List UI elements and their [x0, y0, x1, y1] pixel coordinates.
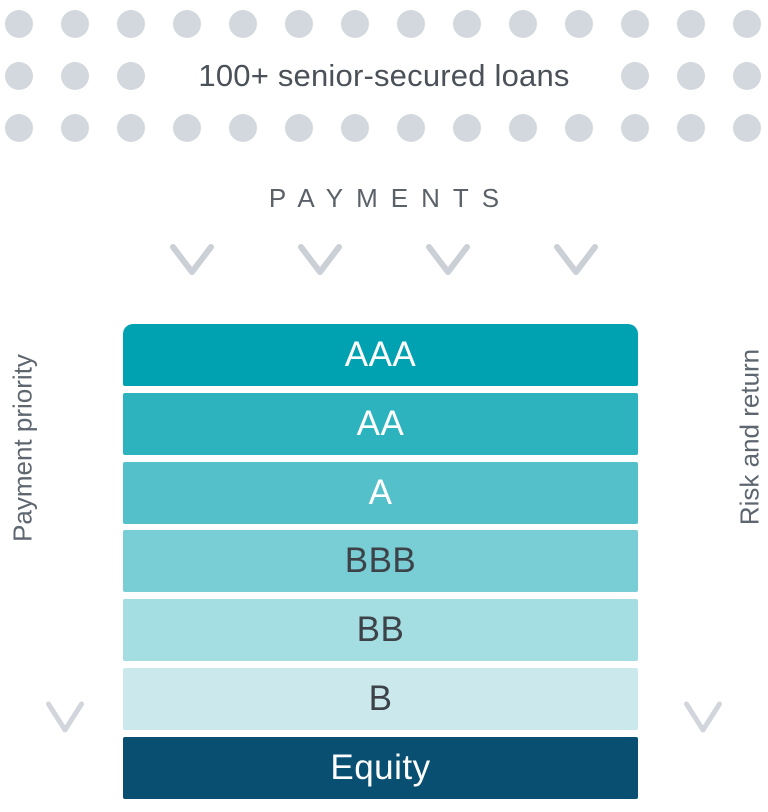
loan-pool-label: 100+ senior-secured loans: [198, 58, 570, 93]
loan-dot: [61, 114, 89, 142]
risk-return-label: Risk and return: [734, 348, 765, 526]
tranche-label: AAA: [344, 335, 417, 374]
tranche-bbb: BBB: [123, 530, 638, 593]
loan-dot: [453, 114, 481, 142]
loan-dot: [453, 10, 481, 38]
payment-priority-label: Payment priority: [7, 354, 38, 542]
loan-dots-grid: [0, 0, 768, 160]
tranche-stack: AAA AA A BBB BB B Equity: [123, 324, 638, 799]
payment-priority-arrow: [46, 180, 84, 733]
tranche-aa: AA: [123, 392, 638, 455]
loan-dot: [621, 62, 649, 90]
tranche-equity: Equity: [123, 736, 638, 799]
loan-dot: [621, 10, 649, 38]
payment-arrow-long-right: [554, 171, 598, 275]
payments-label: PAYMENTS: [268, 183, 513, 213]
loan-dot: [117, 10, 145, 38]
loan-dot: [509, 10, 537, 38]
loan-dot: [397, 114, 425, 142]
loan-dot: [229, 114, 257, 142]
loan-dot: [285, 114, 313, 142]
loan-dot: [117, 62, 145, 90]
tranche-label: BB: [356, 610, 405, 650]
tranche-label: Equity: [330, 747, 431, 787]
loan-dot: [229, 10, 257, 38]
tranche-label: BBB: [344, 541, 417, 581]
loan-dot: [677, 10, 705, 38]
tranche-label: B: [368, 678, 393, 718]
loan-dot: [5, 114, 33, 142]
loan-dot: [565, 114, 593, 142]
payment-arrow-long-left: [170, 171, 214, 275]
loan-dot: [5, 10, 33, 38]
loan-dot: [677, 114, 705, 142]
tranche-aaa: AAA: [123, 324, 638, 386]
loan-dot: [733, 10, 761, 38]
loan-dot: [61, 62, 89, 90]
payment-arrow-short-left: [298, 223, 342, 275]
loan-dot: [733, 114, 761, 142]
tranche-b: B: [123, 667, 638, 730]
loan-dot: [397, 10, 425, 38]
loan-dot: [341, 10, 369, 38]
loan-dot: [677, 62, 705, 90]
loan-dot: [117, 114, 145, 142]
tranche-bb: BB: [123, 599, 638, 662]
tranche-label: AA: [356, 403, 405, 443]
loan-dot: [733, 62, 761, 90]
tranche-a: A: [123, 461, 638, 524]
payment-arrow-short-right: [426, 223, 470, 275]
loan-dot: [509, 114, 537, 142]
loan-dot: [341, 114, 369, 142]
risk-return-arrow: [684, 180, 722, 733]
loan-dot: [565, 10, 593, 38]
loan-dot: [621, 114, 649, 142]
loan-dot: [5, 62, 33, 90]
loan-dot: [285, 10, 313, 38]
loan-dot: [61, 10, 89, 38]
tranche-label: A: [368, 472, 393, 512]
loan-dot: [173, 10, 201, 38]
loan-dot: [173, 114, 201, 142]
